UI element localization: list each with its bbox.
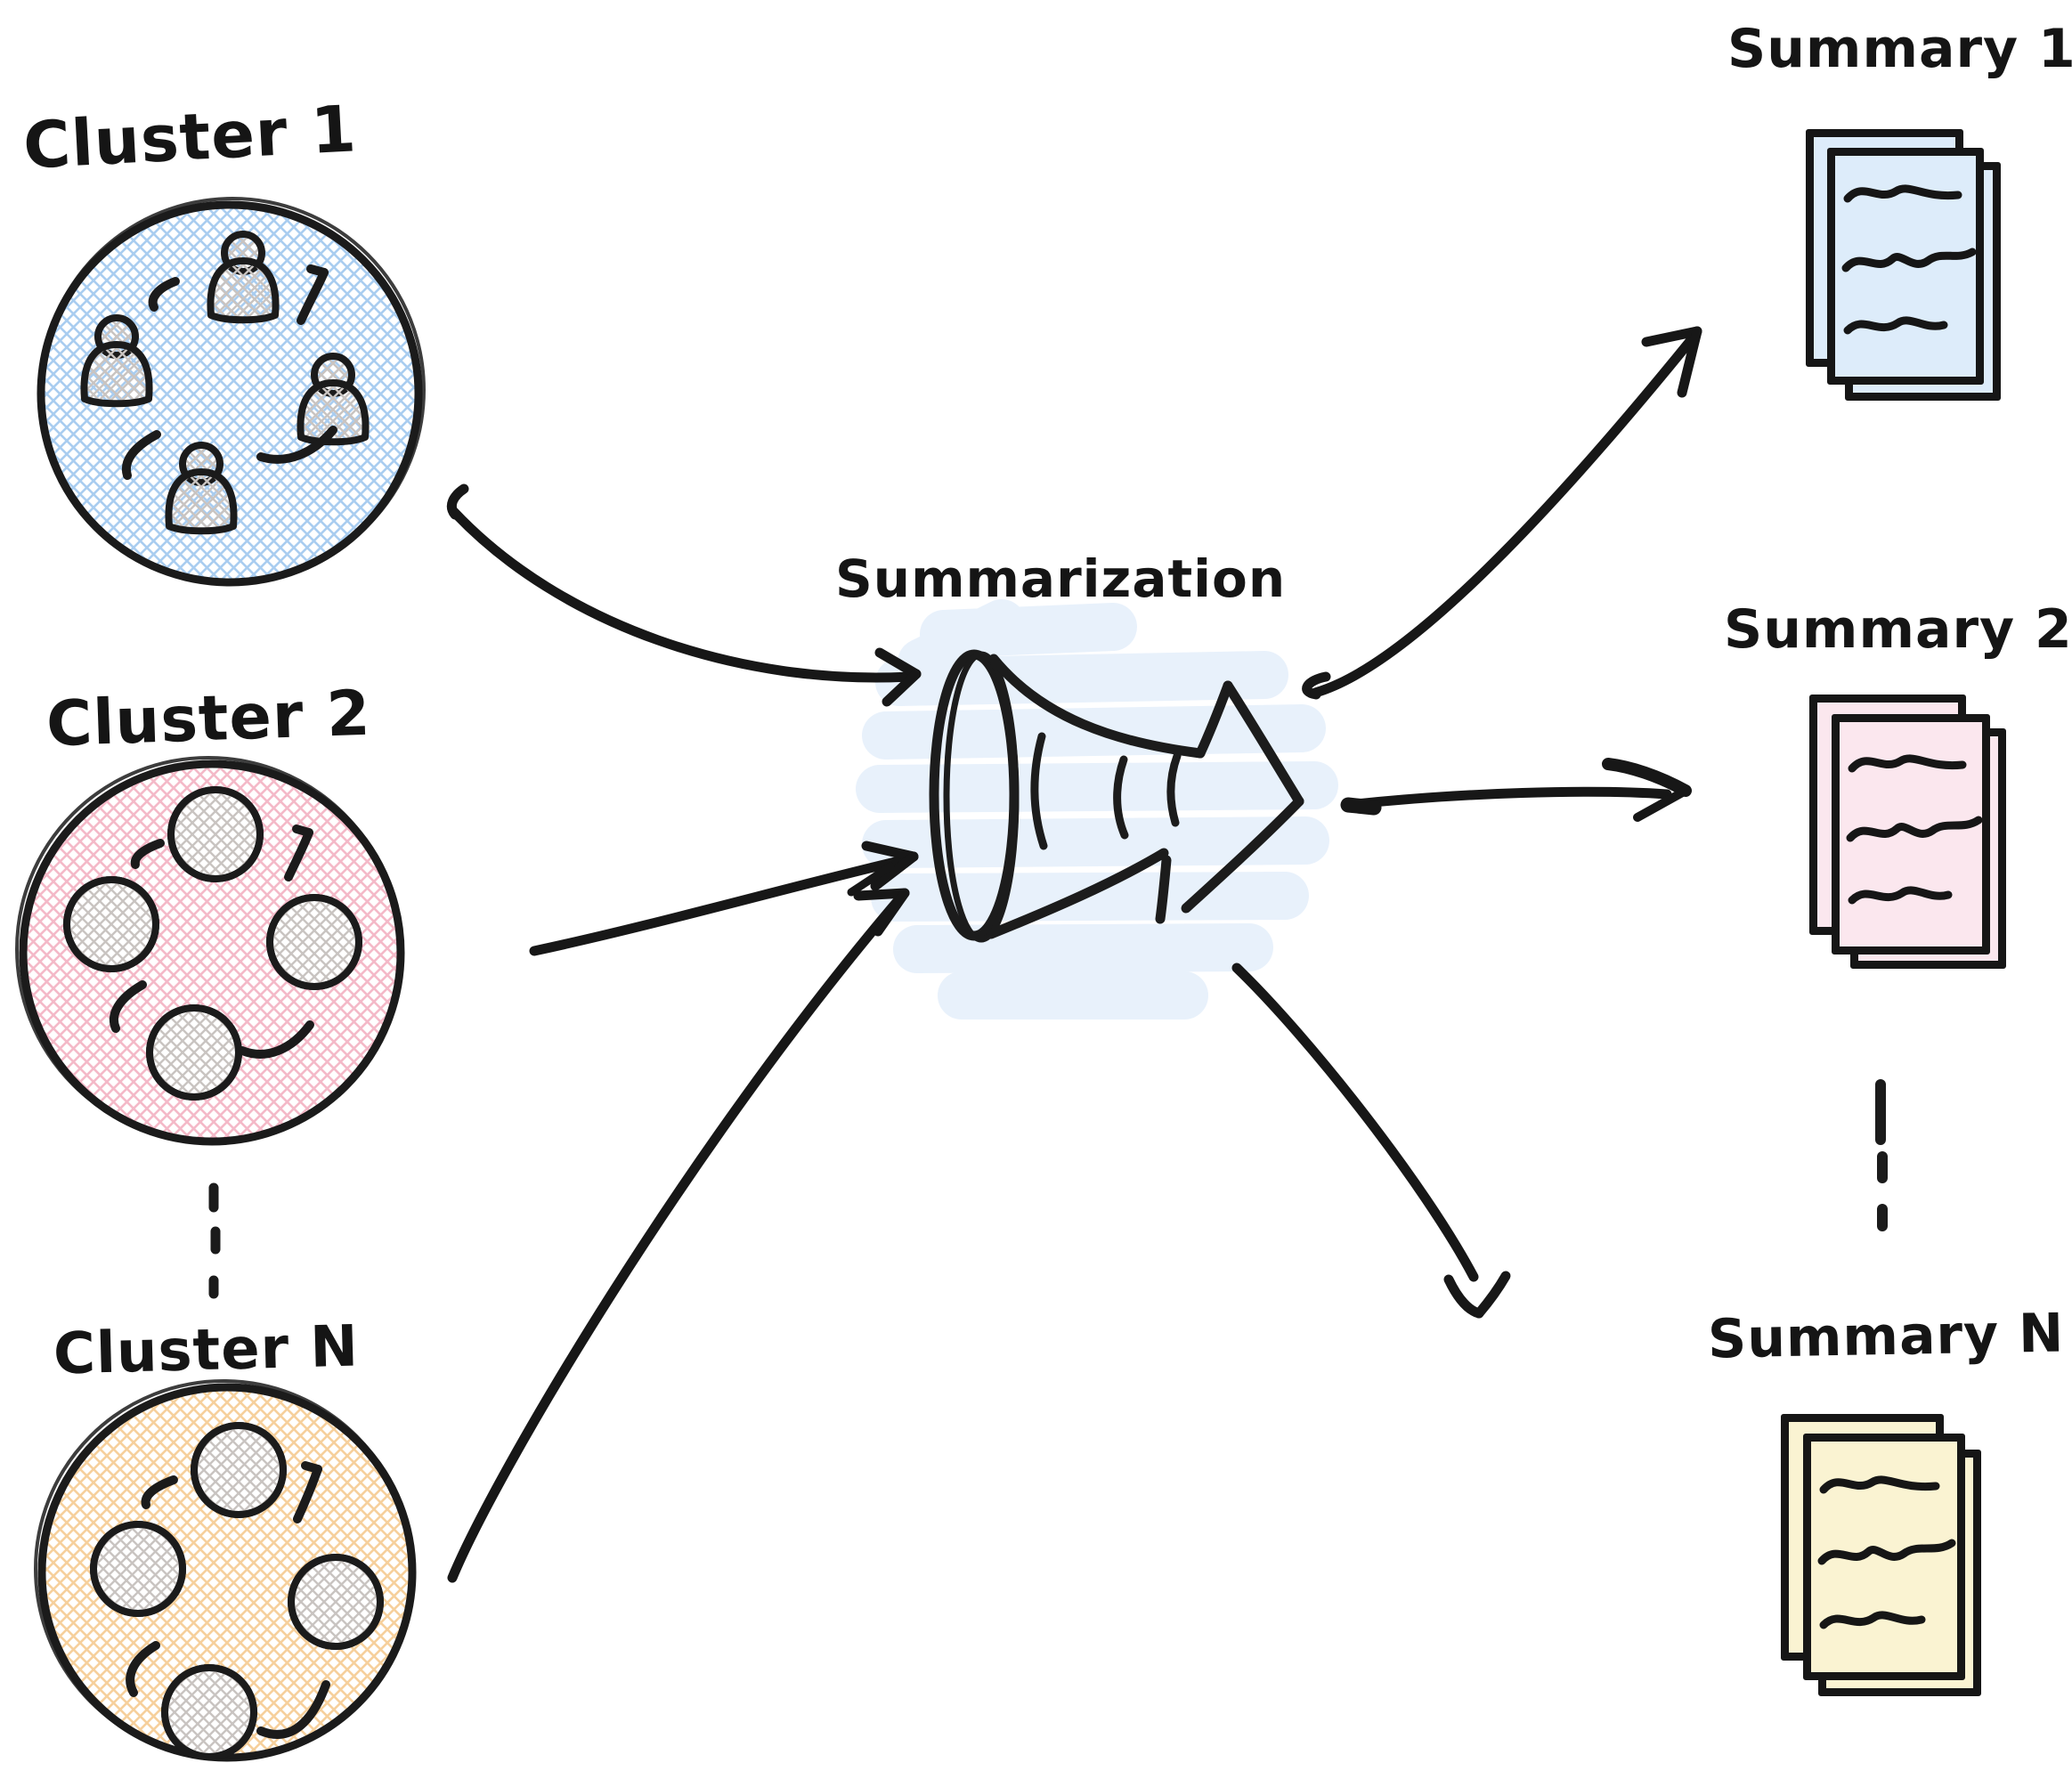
cluster-1-circle-sketch-line bbox=[39, 197, 426, 583]
cluster-2-group bbox=[15, 756, 405, 1146]
summary-1-document-stack bbox=[1799, 125, 2021, 418]
summarization-label: Summarization bbox=[835, 548, 1287, 609]
cycle-arrows-icon bbox=[126, 1461, 330, 1739]
arrow-clusterN-to-summarization bbox=[447, 888, 910, 1583]
arrow-cluster2-to-summarization bbox=[529, 841, 919, 956]
summary-n-label: Summary N bbox=[1707, 1302, 2065, 1371]
summary-2-label: Summary 2 bbox=[1724, 598, 2072, 661]
summary-2-document-stack bbox=[1803, 690, 2021, 979]
cluster-1-group bbox=[37, 197, 426, 587]
cluster-n-group bbox=[34, 1379, 417, 1762]
cluster-n-label: Cluster N bbox=[53, 1313, 360, 1388]
document-icon bbox=[1827, 148, 1984, 385]
item-circle-icon bbox=[270, 898, 359, 987]
document-icon bbox=[1832, 714, 1990, 955]
item-circle-icon bbox=[171, 790, 260, 879]
summary-n-document-stack bbox=[1776, 1409, 1995, 1703]
item-circle-icon bbox=[194, 1426, 283, 1515]
item-circle-icon bbox=[165, 1668, 254, 1757]
item-circle-icon bbox=[291, 1557, 380, 1646]
item-circle-icon bbox=[150, 1008, 239, 1097]
arrow-cluster1-to-summarization bbox=[446, 483, 922, 707]
document-icon bbox=[1803, 1434, 1965, 1680]
summary-ellipsis-dashes bbox=[1875, 1079, 1888, 1231]
arrow-summarization-to-summaryN bbox=[1231, 963, 1511, 1319]
cluster-2-circle-sketch-line bbox=[15, 756, 402, 1142]
cycle-arrows-icon bbox=[121, 264, 337, 480]
text-squiggles-icon bbox=[1846, 754, 1982, 905]
funnel-arrow-icon bbox=[929, 649, 1304, 943]
cycle-arrows-icon bbox=[109, 825, 314, 1059]
arrow-summarization-to-summary1 bbox=[1302, 326, 1702, 700]
text-squiggles-icon bbox=[1841, 184, 1976, 335]
text-squiggles-icon bbox=[1817, 1475, 1956, 1629]
cluster-ellipsis-dashes bbox=[208, 1182, 221, 1299]
item-circle-icon bbox=[67, 880, 156, 969]
summary-1-label: Summary 1 bbox=[1727, 18, 2072, 80]
item-circle-icon bbox=[93, 1524, 183, 1613]
cluster-2-label: Cluster 2 bbox=[45, 676, 372, 761]
arrow-summarization-to-summary2 bbox=[1340, 758, 1692, 822]
